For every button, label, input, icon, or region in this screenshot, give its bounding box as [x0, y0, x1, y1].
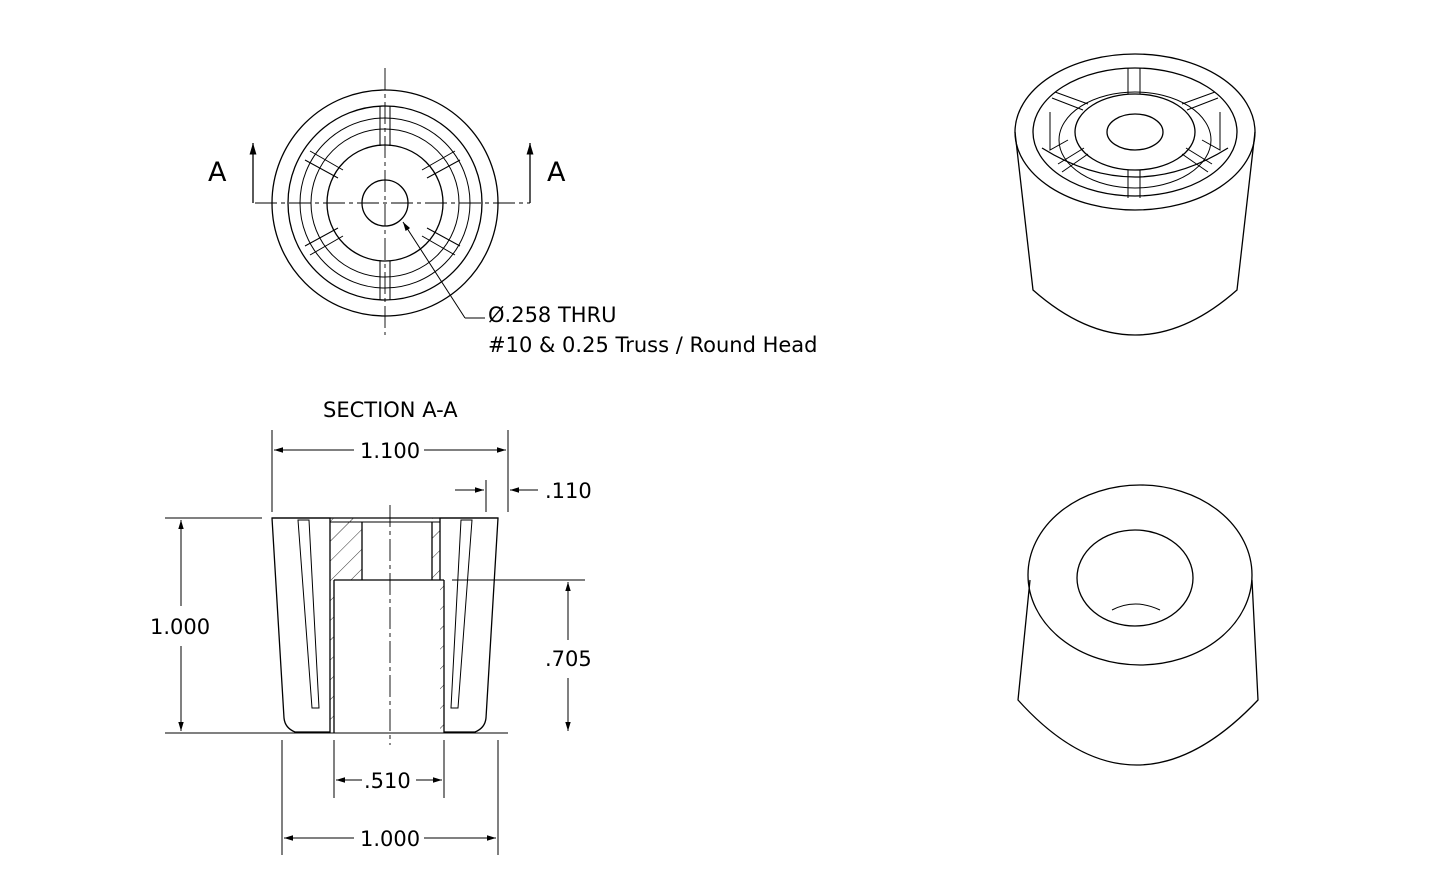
iso-inner-floor-arc	[1041, 147, 1229, 178]
left-rib-slot	[297, 519, 320, 709]
dim-height-label: 1.000	[150, 615, 210, 639]
dim-top-width-label: 1.100	[360, 439, 420, 463]
top-view: A A Ø.258 THRU #10 & 0.25 Truss / Round …	[208, 68, 818, 357]
section-title: SECTION A-A	[323, 398, 458, 422]
rib-ring-middle	[310, 128, 460, 278]
section-marker-right: A	[547, 157, 566, 188]
iso-hub-outer	[1074, 93, 1196, 171]
iso-bore-circle	[1076, 529, 1194, 627]
left-outer-wall-section	[271, 517, 331, 733]
outer-rim-circle	[271, 89, 499, 317]
section-marker-left: A	[208, 157, 227, 188]
thru-hole-circle	[361, 179, 409, 227]
iso-top-rim-outer	[1014, 53, 1256, 211]
section-view: SECTION A-A 1.100	[150, 398, 592, 855]
iso-body-outline	[1014, 131, 1256, 336]
dim-wall-label: .110	[545, 479, 592, 503]
dim-base-width-label: 1.000	[360, 827, 420, 851]
right-outer-wall-section	[439, 517, 499, 733]
iso-ribs	[1049, 68, 1221, 198]
dim-bore-depth-label: .705	[545, 647, 592, 671]
hub-circle	[326, 144, 444, 262]
iso-top-rim-inner	[1032, 67, 1238, 197]
iso-hole	[1106, 113, 1164, 151]
iso-bottom-rim-outer	[1027, 484, 1253, 666]
iso-bore-inner-edge	[1111, 603, 1161, 611]
outer-wall-circle	[287, 105, 483, 301]
iso-rib-ring	[1058, 91, 1212, 189]
leader-line	[402, 221, 466, 319]
iso-bottom-body-outline	[1017, 579, 1259, 766]
right-rib-slot	[450, 519, 473, 709]
rib-ring-outer	[299, 117, 471, 289]
radial-ribs	[304, 106, 461, 300]
dim-bore-width-label: .510	[364, 769, 411, 793]
isometric-view-ribbed	[1014, 53, 1256, 336]
isometric-view-solid	[1017, 484, 1259, 766]
hole-callout-line2: #10 & 0.25 Truss / Round Head	[488, 333, 818, 357]
hole-callout-line1: Ø.258 THRU	[488, 303, 617, 327]
